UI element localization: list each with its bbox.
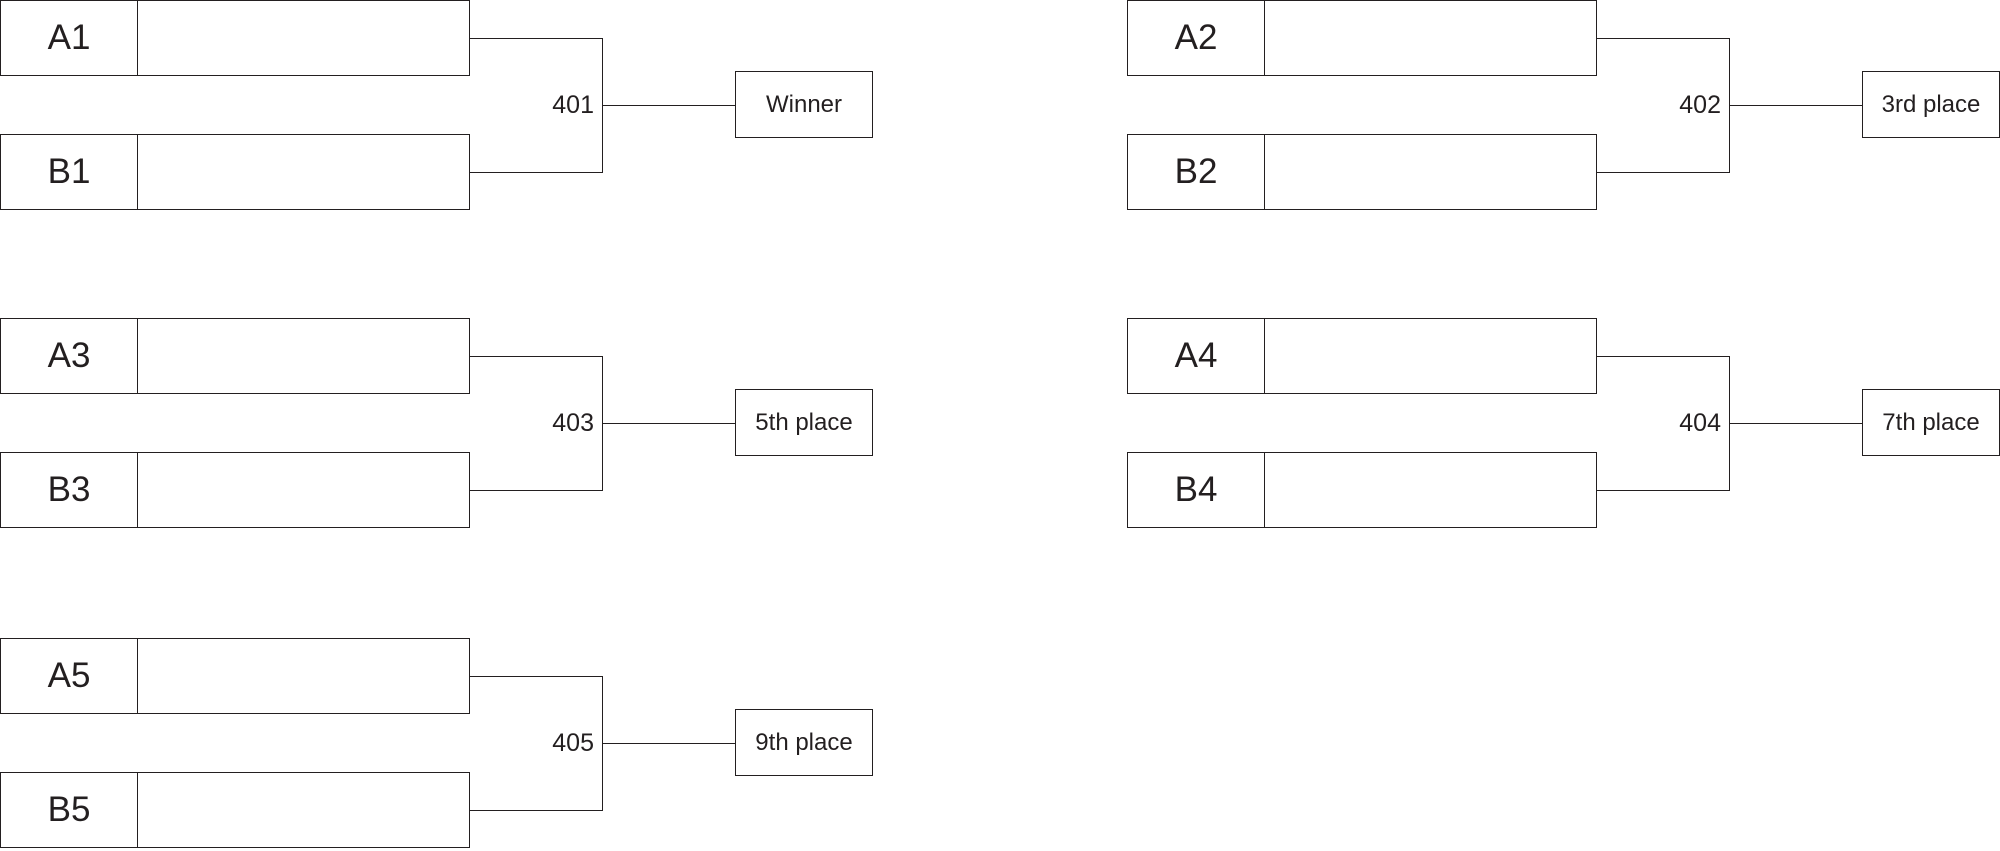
bracket-connector-result (602, 423, 735, 424)
bracket-connector-result (602, 105, 735, 106)
seed-label: B5 (1, 773, 138, 847)
seed-label: B2 (1128, 135, 1265, 209)
match-number: 405 (552, 729, 594, 757)
team-slot[interactable]: A1 (0, 0, 470, 76)
team-name-field[interactable] (138, 773, 469, 847)
team-name-field[interactable] (138, 135, 469, 209)
team-slot[interactable]: B2 (1127, 134, 1597, 210)
seed-label: A2 (1128, 1, 1265, 75)
match-number: 404 (1679, 409, 1721, 437)
bracket-connector-bottom (1596, 490, 1729, 491)
bracket-connector-bottom (469, 490, 602, 491)
team-name-field[interactable] (1265, 453, 1596, 527)
bracket-connector-top (1596, 38, 1729, 39)
team-name-field[interactable] (138, 453, 469, 527)
result-box: 7th place (1862, 389, 2000, 456)
match-number: 403 (552, 409, 594, 437)
result-box: Winner (735, 71, 873, 138)
bracket-connector-top (469, 676, 602, 677)
seed-label: A4 (1128, 319, 1265, 393)
team-slot[interactable]: A2 (1127, 0, 1597, 76)
team-name-field[interactable] (1265, 135, 1596, 209)
result-box: 3rd place (1862, 71, 2000, 138)
team-name-field[interactable] (1265, 319, 1596, 393)
bracket-connector-top (469, 356, 602, 357)
team-slot[interactable]: A4 (1127, 318, 1597, 394)
result-box: 9th place (735, 709, 873, 776)
team-slot[interactable]: A3 (0, 318, 470, 394)
seed-label: A1 (1, 1, 138, 75)
bracket-connector-top (469, 38, 602, 39)
team-slot[interactable]: B3 (0, 452, 470, 528)
bracket-connector-result (1729, 423, 1862, 424)
seed-label: A3 (1, 319, 138, 393)
team-name-field[interactable] (138, 1, 469, 75)
team-name-field[interactable] (138, 319, 469, 393)
team-name-field[interactable] (138, 639, 469, 713)
bracket-connector-result (602, 743, 735, 744)
team-slot[interactable]: A5 (0, 638, 470, 714)
team-slot[interactable]: B4 (1127, 452, 1597, 528)
seed-label: B1 (1, 135, 138, 209)
seed-label: B4 (1128, 453, 1265, 527)
team-slot[interactable]: B5 (0, 772, 470, 848)
team-name-field[interactable] (1265, 1, 1596, 75)
bracket-connector-bottom (469, 172, 602, 173)
match-number: 401 (552, 91, 594, 119)
team-slot[interactable]: B1 (0, 134, 470, 210)
bracket-connector-result (1729, 105, 1862, 106)
match-number: 402 (1679, 91, 1721, 119)
bracket-connector-bottom (469, 810, 602, 811)
bracket-connector-bottom (1596, 172, 1729, 173)
bracket-connector-top (1596, 356, 1729, 357)
seed-label: B3 (1, 453, 138, 527)
result-box: 5th place (735, 389, 873, 456)
seed-label: A5 (1, 639, 138, 713)
